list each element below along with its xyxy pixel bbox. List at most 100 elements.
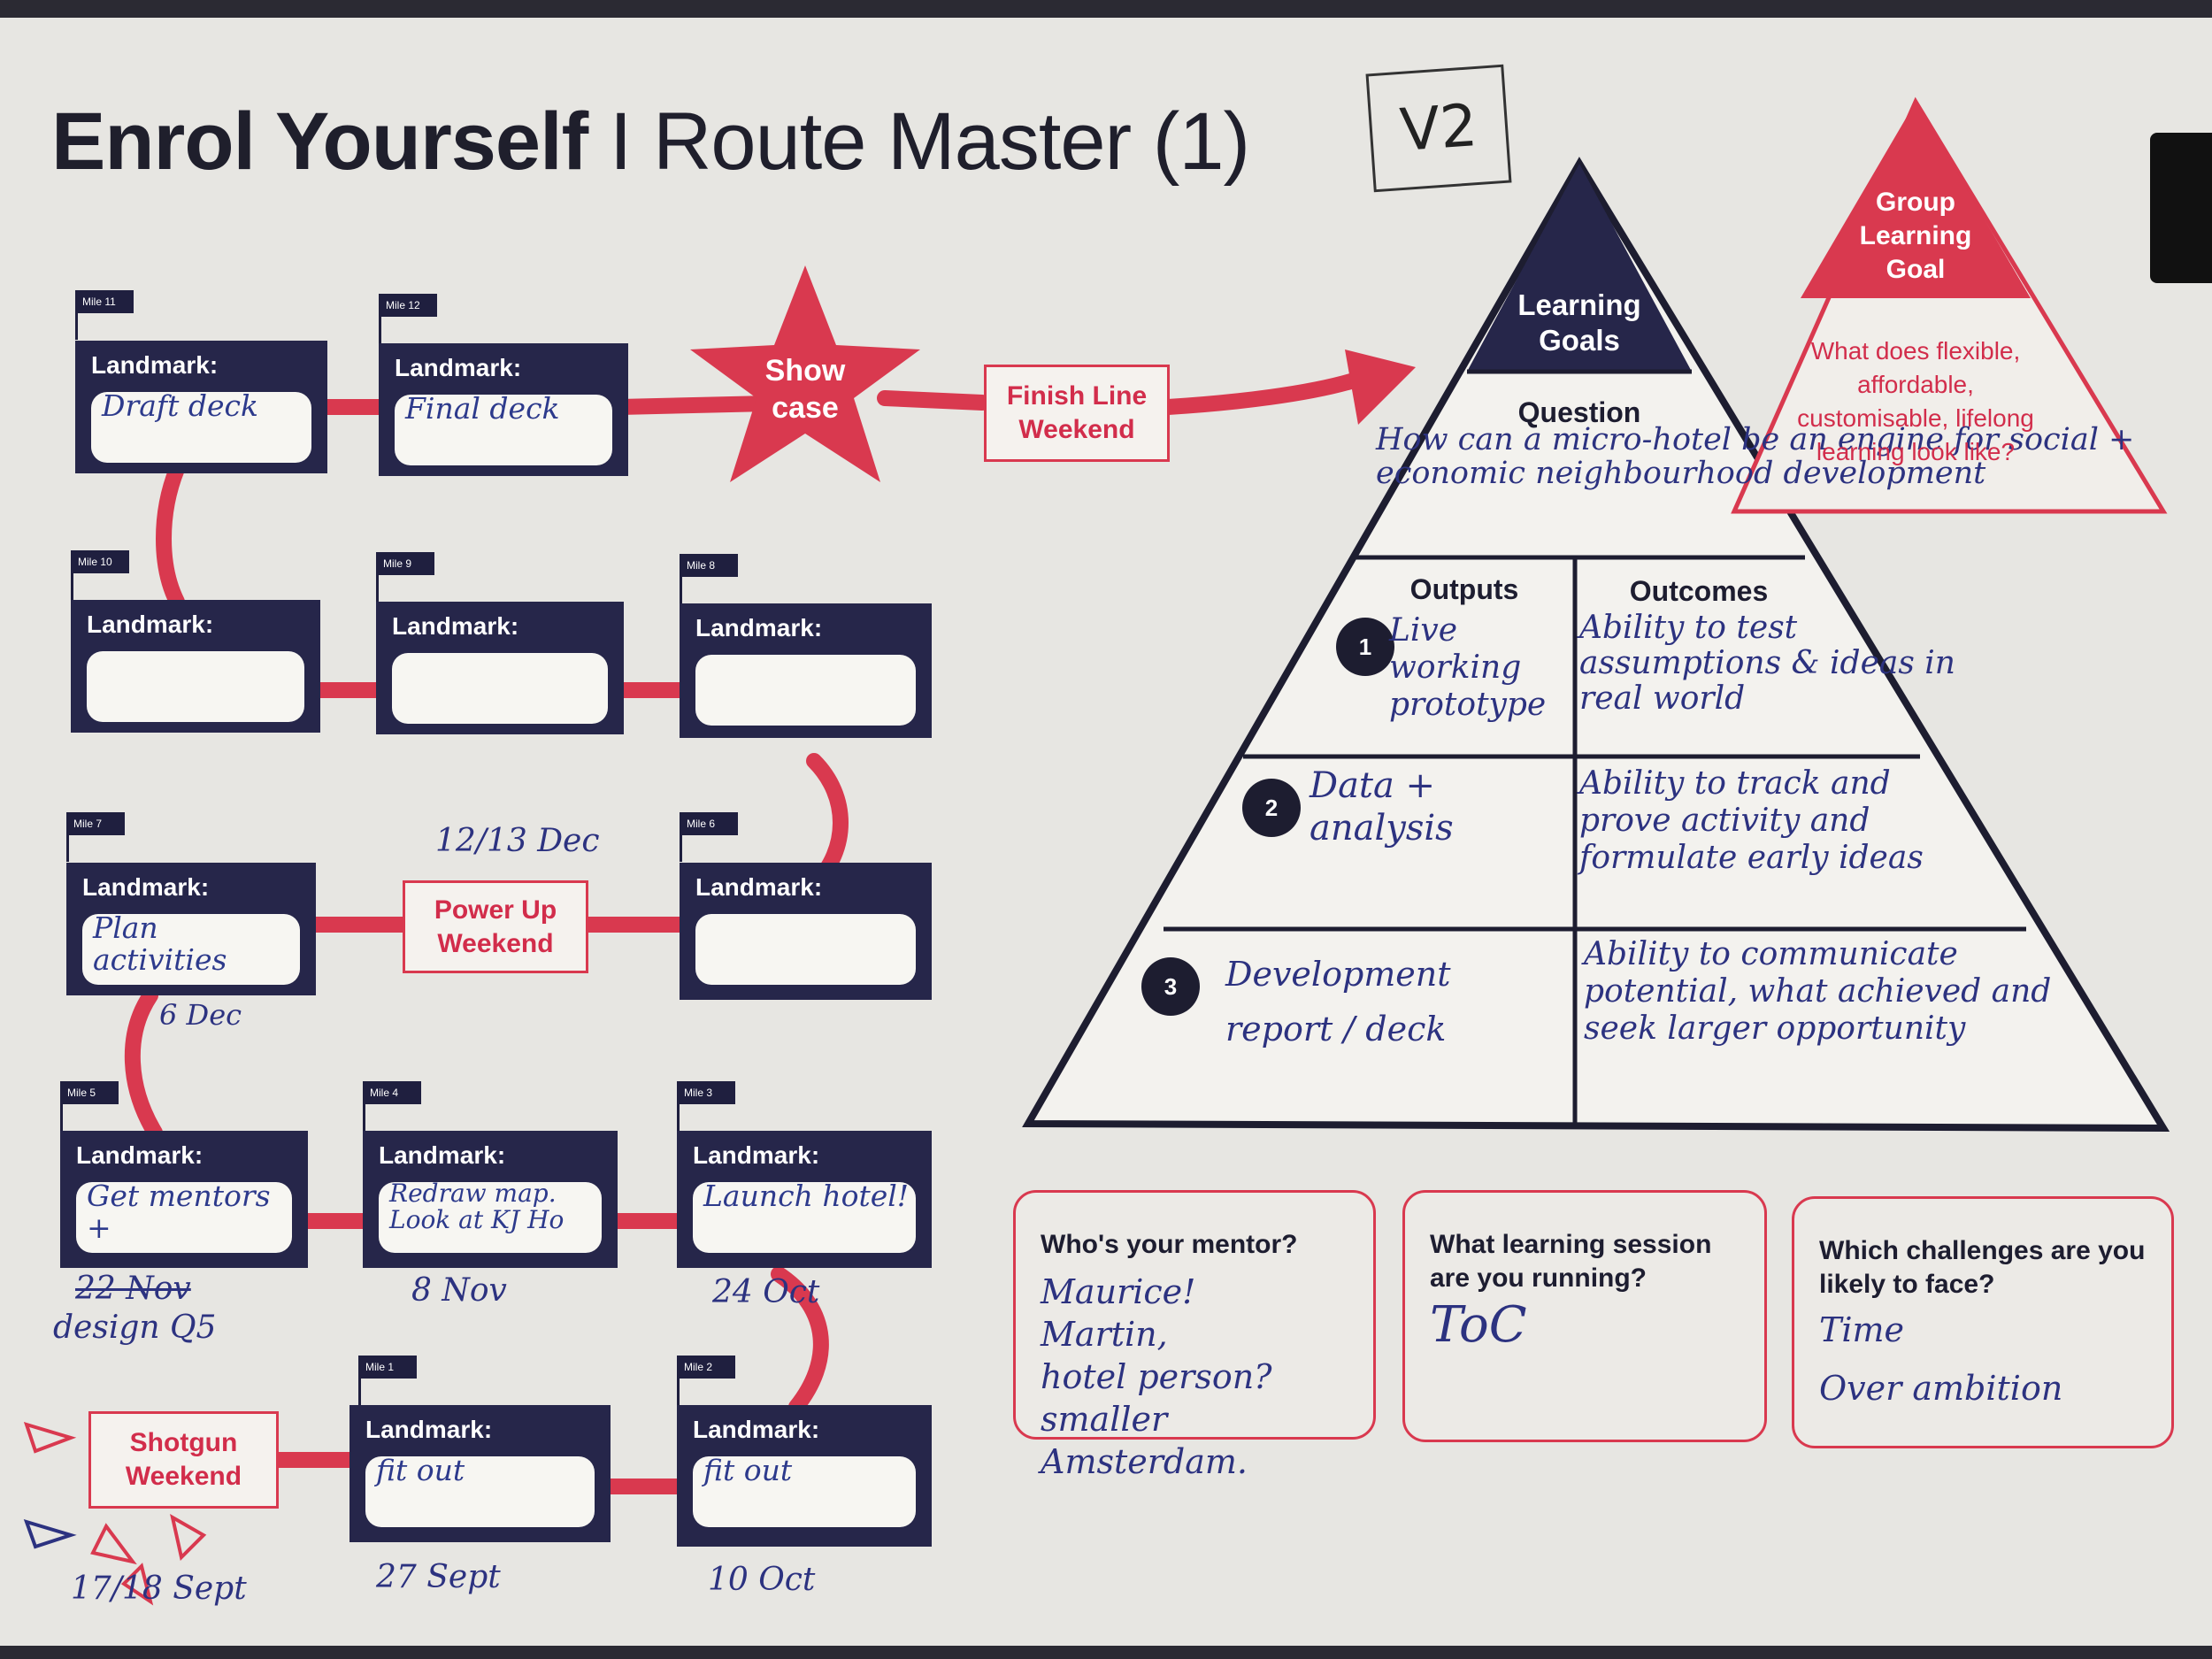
outputs-label: Outputs bbox=[1409, 573, 1519, 605]
landmark-field[interactable] bbox=[395, 395, 612, 465]
output-number-3: 3 bbox=[1141, 957, 1200, 1016]
landmark-label: Landmark: bbox=[82, 873, 210, 901]
learning-session-card: What learning session are you running? T… bbox=[1402, 1190, 1767, 1442]
show-case-star bbox=[690, 265, 920, 482]
landmark-field[interactable] bbox=[693, 1182, 916, 1253]
mile-flag-8: Mile 8 bbox=[680, 554, 738, 603]
landmark-field[interactable] bbox=[365, 1456, 595, 1527]
landmark-label: Landmark: bbox=[693, 1141, 820, 1169]
output-number-2: 2 bbox=[1242, 779, 1301, 837]
landmark-label: Landmark: bbox=[87, 611, 214, 638]
power-up-weekend: Power Up Weekend bbox=[403, 880, 588, 973]
landmark-field[interactable] bbox=[87, 651, 304, 722]
landmark-label: Landmark: bbox=[395, 354, 522, 381]
mile-flag-3: Mile 3 bbox=[677, 1081, 735, 1131]
outcome-3-text: Ability to communicate potential, what a… bbox=[1584, 936, 2052, 1047]
landmark-field[interactable] bbox=[695, 655, 916, 726]
landmark-text: Draft deck bbox=[102, 388, 259, 423]
landmark-mile-11: Landmark: Draft deck bbox=[75, 341, 327, 473]
note-24-oct: 24 Oct bbox=[712, 1274, 820, 1310]
landmark-mile-1: Landmark: fit out bbox=[349, 1405, 611, 1542]
challenges-card: Which challenges are you likely to face?… bbox=[1792, 1196, 2174, 1448]
learning-session-question: What learning session are you running? bbox=[1430, 1230, 1712, 1293]
note-12-13-dec: 12/13 Dec bbox=[435, 823, 600, 859]
note-8-nov: 8 Nov bbox=[411, 1272, 507, 1309]
group-learning-goal-label: Group Learning Goal bbox=[1859, 188, 1972, 284]
title-bold: Enrol Yourself bbox=[51, 96, 588, 187]
landmark-label: Landmark: bbox=[379, 1141, 506, 1169]
output-number-1: 1 bbox=[1336, 618, 1394, 676]
landmark-mile-8: Landmark: bbox=[680, 603, 932, 738]
landmark-text: fit out bbox=[703, 1453, 793, 1487]
output-3-text: Development report / deck bbox=[1225, 955, 1451, 1048]
landmark-label: Landmark: bbox=[695, 873, 823, 901]
landmark-text: Get mentors + bbox=[87, 1179, 271, 1245]
mile-flag-10: Mile 10 bbox=[71, 550, 129, 600]
note-27-sept: 27 Sept bbox=[376, 1559, 501, 1595]
mile-flag-5: Mile 5 bbox=[60, 1081, 119, 1131]
output-2-text: Data + analysis bbox=[1310, 765, 1454, 849]
note-design: design Q5 bbox=[53, 1310, 217, 1346]
mile-flag-2: Mile 2 bbox=[677, 1356, 735, 1405]
note-22-nov: 22 Nov bbox=[75, 1271, 191, 1307]
landmark-mile-5: Landmark: Get mentors + bbox=[60, 1131, 308, 1268]
mile-flag-9: Mile 9 bbox=[376, 552, 434, 602]
outcome-1-text: Ability to test assumptions & ideas in r… bbox=[1579, 610, 1955, 717]
landmark-field[interactable] bbox=[82, 914, 300, 985]
page-title: Enrol Yourself I Route Master (1) bbox=[51, 96, 1250, 188]
binder-clip bbox=[2150, 133, 2212, 283]
mile-flag-11: Mile 11 bbox=[75, 290, 134, 340]
question-text: How can a micro-hotel be an engine for s… bbox=[1376, 422, 2135, 491]
mentor-answer: Maurice! Martin, hotel person? smaller A… bbox=[1041, 1272, 1272, 1481]
outcomes-label: Outcomes bbox=[1629, 575, 1769, 607]
outcome-2-text: Ability to track and prove activity and … bbox=[1579, 765, 1924, 876]
route-arrowhead bbox=[1345, 349, 1416, 425]
learning-goals-label: Learning Goals bbox=[1517, 288, 1641, 357]
learning-pyramid-apex bbox=[1467, 164, 1692, 372]
note-10-oct: 10 Oct bbox=[708, 1562, 816, 1598]
landmark-mile-2: Landmark: fit out bbox=[677, 1405, 932, 1547]
group-question: What does flexible, affordable, customis… bbox=[1797, 337, 2034, 465]
landmark-field[interactable] bbox=[76, 1182, 292, 1253]
mile-flag-1: Mile 1 bbox=[358, 1356, 417, 1405]
show-case-label: Show case bbox=[764, 354, 846, 425]
mentor-question: Who's your mentor? bbox=[1041, 1230, 1298, 1259]
landmark-mile-6: Landmark: bbox=[680, 863, 932, 1000]
landmark-field[interactable] bbox=[392, 653, 608, 724]
landmark-field[interactable] bbox=[379, 1182, 602, 1253]
title-rest: I Route Master (1) bbox=[588, 96, 1250, 187]
landmark-field[interactable] bbox=[695, 914, 916, 985]
output-1-text: Live working prototype bbox=[1389, 612, 1547, 723]
learning-session-answer: ToC bbox=[1430, 1296, 1527, 1354]
landmark-field[interactable] bbox=[91, 392, 311, 463]
finish-line-weekend: Finish Line Weekend bbox=[984, 365, 1170, 462]
landmark-label: Landmark: bbox=[392, 612, 519, 640]
note-6-dec: 6 Dec bbox=[159, 998, 242, 1032]
question-label: Question bbox=[1517, 396, 1641, 428]
mile-flag-6: Mile 6 bbox=[680, 812, 738, 862]
challenges-question: Which challenges are you likely to face? bbox=[1819, 1236, 2146, 1299]
landmark-mile-3: Landmark: Launch hotel! bbox=[677, 1131, 932, 1268]
mile-flag-12: Mile 12 bbox=[379, 294, 437, 343]
landmark-mile-12: Landmark: Final deck bbox=[379, 343, 628, 476]
landmark-text: Launch hotel! bbox=[703, 1179, 910, 1213]
landmark-text: Final deck bbox=[405, 391, 560, 426]
group-pyramid-apex bbox=[1801, 102, 2031, 298]
landmark-label: Landmark: bbox=[76, 1141, 204, 1169]
group-pyramid-outline bbox=[1731, 96, 2168, 514]
landmark-label: Landmark: bbox=[693, 1416, 820, 1443]
mentor-card: Who's your mentor? Maurice! Martin, hote… bbox=[1013, 1190, 1376, 1481]
landmark-mile-10: Landmark: bbox=[71, 600, 320, 733]
landmark-text: Redraw map. Look at KJ Ho bbox=[389, 1179, 565, 1234]
landmark-mile-4: Landmark: Redraw map. Look at KJ Ho bbox=[363, 1131, 618, 1268]
landmark-mile-9: Landmark: bbox=[376, 602, 624, 734]
mile-flag-7: Mile 7 bbox=[66, 812, 125, 862]
note-17-18-sept: 17/18 Sept bbox=[71, 1571, 247, 1607]
landmark-field[interactable] bbox=[693, 1456, 916, 1527]
shotgun-weekend: Shotgun Weekend bbox=[88, 1411, 279, 1509]
landmark-label: Landmark: bbox=[695, 614, 823, 641]
learning-pyramid-outline bbox=[1022, 157, 2170, 1133]
landmark-mile-7: Landmark: Plan activities bbox=[66, 863, 316, 995]
